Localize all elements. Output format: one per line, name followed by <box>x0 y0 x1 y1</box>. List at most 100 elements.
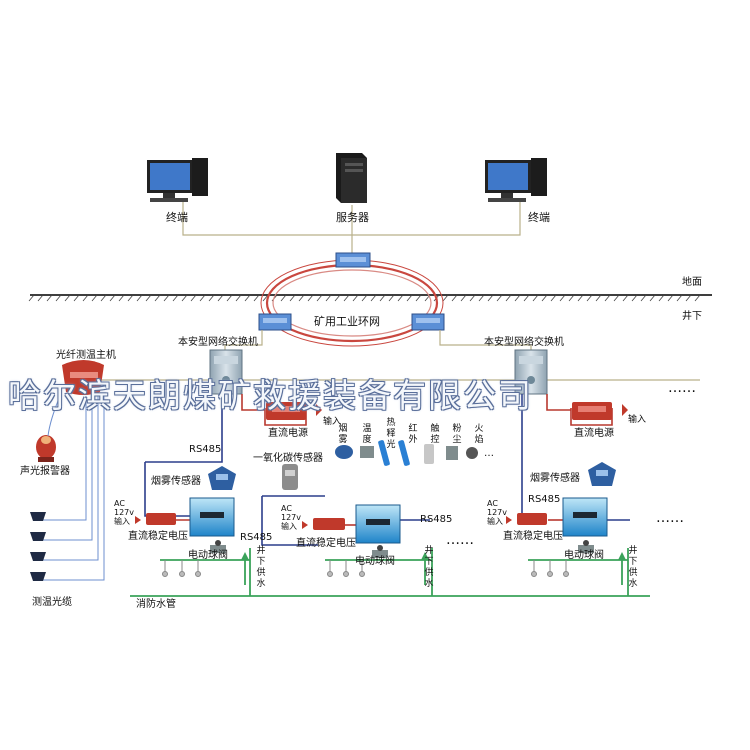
sensor-label-pyroelectric: 热释光 <box>386 418 396 450</box>
ground-hatch-mark <box>136 294 143 302</box>
ring-switch-right <box>411 313 445 331</box>
ground-hatch-mark <box>244 294 251 302</box>
rs485-label-middle: RS485 <box>420 514 453 525</box>
ground-hatch-mark <box>658 294 665 302</box>
switch-label-left: 本安型网络交换机 <box>178 337 258 348</box>
ground-hatch-mark <box>694 294 701 302</box>
regulator-label-right: 直流稳定电压 <box>503 531 563 542</box>
ring-switch-top <box>335 252 371 268</box>
water-supply-arrows <box>241 552 626 560</box>
alarm-icon <box>36 435 56 462</box>
dc-input-label-left: 输入 <box>323 417 342 427</box>
ground-hatch-mark <box>172 294 179 302</box>
ring-switch-left <box>258 313 292 331</box>
ground-label: 地面 <box>682 277 702 288</box>
ground-hatch-mark <box>577 294 584 302</box>
terminal-left-label: 终端 <box>166 211 188 224</box>
ground-hatch-mark <box>199 294 206 302</box>
alarm-label: 声光报警器 <box>20 466 70 477</box>
ground-hatch-mark <box>505 294 512 302</box>
ground-hatch-mark <box>559 294 566 302</box>
ground-hatch-mark <box>91 294 98 302</box>
ground-hatch-mark <box>667 294 674 302</box>
company-watermark: 哈尔滨天朗煤矿救援装备有限公司 <box>8 376 533 415</box>
ground-hatch-mark <box>685 294 692 302</box>
ground-hatch-mark <box>73 294 80 302</box>
ground-line <box>28 294 712 302</box>
cable-label: 测温光缆 <box>32 597 72 608</box>
regulator-middle <box>313 518 345 530</box>
ground-hatch-mark <box>361 294 368 302</box>
ground-hatch-mark <box>442 294 449 302</box>
temperature-sensor-icons <box>30 512 46 581</box>
ground-hatch-mark <box>568 294 575 302</box>
regulator-left <box>146 513 176 525</box>
ground-hatch-mark <box>334 294 341 302</box>
ground-hatch-mark <box>415 294 422 302</box>
smoke-sensor-right-icon <box>588 462 616 486</box>
ground-hatch-mark <box>514 294 521 302</box>
sensor-label-temperature: 温度 <box>362 424 372 445</box>
ground-hatch-mark <box>307 294 314 302</box>
ground-hatch-mark <box>226 294 233 302</box>
valve-left-icon <box>210 540 226 553</box>
ground-hatch-mark <box>640 294 647 302</box>
server-icon <box>336 153 367 203</box>
ground-hatch-mark <box>118 294 125 302</box>
water-supply-label-left: 井下供水 <box>256 546 266 589</box>
sensor-ellipsis: … <box>484 448 494 459</box>
ground-hatch-mark <box>631 294 638 302</box>
sensor-label-dust: 粉尘 <box>452 424 462 445</box>
ground-hatch-mark <box>37 294 44 302</box>
industrial-ring-network <box>260 259 444 347</box>
ground-hatch-mark <box>100 294 107 302</box>
rs485-links <box>144 394 630 546</box>
ground-hatch-mark <box>46 294 53 302</box>
ground-hatch-mark <box>487 294 494 302</box>
ground-hatch-mark <box>469 294 476 302</box>
ground-hatch-mark <box>181 294 188 302</box>
ground-hatch-mark <box>280 294 287 302</box>
sensor-icon-row <box>335 440 478 466</box>
sprinkler-heads <box>162 560 569 577</box>
dc-power-right <box>572 402 612 420</box>
rs485-label-left-top: RS485 <box>189 444 222 455</box>
ground-hatch-mark <box>550 294 557 302</box>
ground-hatch-mark <box>82 294 89 302</box>
regulator-label-left: 直流稳定电压 <box>128 531 188 542</box>
underground-label: 井下 <box>682 311 702 322</box>
dc-power-left <box>266 402 306 420</box>
valve-label-right: 电动球阀 <box>564 550 604 561</box>
smoke-sensor-left-icon <box>208 466 236 490</box>
backbone-lines <box>83 330 700 381</box>
ground-hatch-mark <box>325 294 332 302</box>
ground-hatch-mark <box>532 294 539 302</box>
ground-hatch-mark <box>451 294 458 302</box>
ground-hatch-mark <box>163 294 170 302</box>
ground-hatch-mark <box>496 294 503 302</box>
regulator-right <box>517 513 547 525</box>
underground-switch-right <box>514 349 548 395</box>
control-box-right <box>562 497 608 537</box>
fiber-host-label: 光纤测温主机 <box>56 350 116 361</box>
input-arrows <box>135 404 628 529</box>
underground-switch-left <box>209 349 243 395</box>
sensor-label-touch: 触控 <box>430 424 440 445</box>
server-label: 服务器 <box>336 211 369 224</box>
ground-hatch-mark <box>352 294 359 302</box>
water-supply-label-right: 井下供水 <box>628 546 638 589</box>
ground-hatch-mark <box>586 294 593 302</box>
valve-label-left: 电动球阀 <box>188 550 228 561</box>
valve-label-middle: 电动球阀 <box>355 556 395 567</box>
ground-hatch-mark <box>523 294 530 302</box>
smoke-sensor-label-right: 烟雾传感器 <box>530 473 580 484</box>
control-box-middle <box>355 504 401 544</box>
ground-hatch-mark <box>397 294 404 302</box>
switch-label-right: 本安型网络交换机 <box>484 337 564 348</box>
ground-hatch-mark <box>478 294 485 302</box>
ground-hatch-mark <box>613 294 620 302</box>
